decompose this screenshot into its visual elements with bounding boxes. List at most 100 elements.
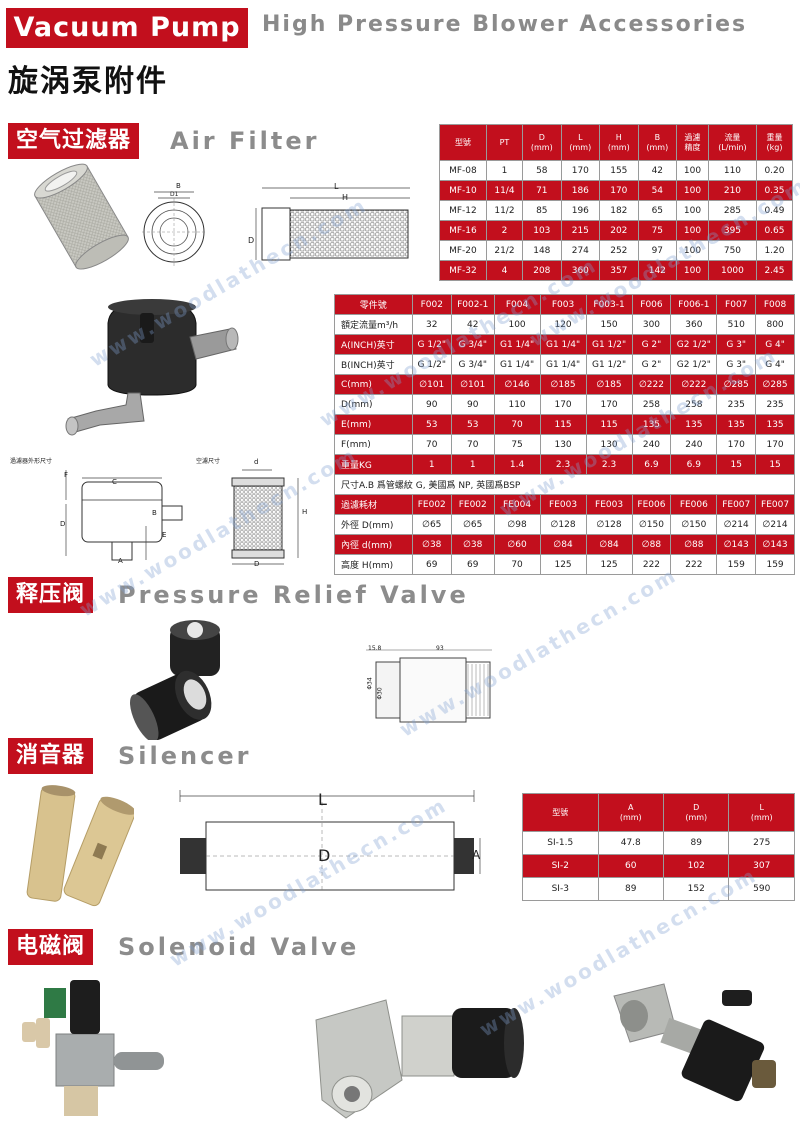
table-cell: 148	[522, 240, 562, 261]
table-cell: 170	[599, 180, 639, 201]
table-cell: G 3"	[716, 334, 757, 355]
outline-label-c: C	[112, 478, 117, 486]
table-cell: ∅222	[670, 374, 718, 395]
table-cell: 過濾耗材	[334, 494, 413, 515]
outline-label-b: B	[152, 509, 157, 517]
table-cell: 103	[522, 220, 562, 241]
table-row: 內徑 d(mm)∅38∅38∅60∅84∅84∅88∅88∅143∅143	[334, 534, 795, 555]
table-cell: 58	[522, 160, 562, 181]
dim-label-d1: D1	[170, 191, 179, 198]
table-cell: ∅185	[585, 374, 633, 395]
table-cell: 125	[585, 554, 633, 575]
table-cell: 75	[637, 220, 678, 241]
table-cell: 42	[450, 314, 495, 335]
table-cell: 65	[637, 200, 678, 221]
table-cell: ∅84	[585, 534, 633, 555]
table-cell: A(mm)	[597, 793, 665, 832]
table-cell: 510	[716, 314, 757, 335]
table-cell: 170	[716, 434, 757, 455]
table-row: 外徑 D(mm)∅65∅65∅98∅128∅128∅150∅150∅214∅21…	[334, 514, 795, 535]
table-cell: 135	[716, 414, 757, 435]
section-air-filter-cn: 空气过滤器	[8, 123, 140, 159]
filter-outline-drawing	[56, 466, 196, 570]
table-cell: L(mm)	[728, 793, 795, 832]
table-cell: 11/2	[485, 200, 524, 221]
table-cell: 69	[411, 554, 452, 575]
table-cell: ∅65	[411, 514, 452, 535]
table-cell: ∅101	[450, 374, 495, 395]
table-cell: G1 1/4"	[539, 354, 587, 375]
table-cell: 115	[585, 414, 633, 435]
air-filter-housing-image	[65, 299, 239, 436]
table-cell: 內徑 d(mm)	[334, 534, 413, 555]
table-cell: 90	[411, 394, 452, 415]
table-cell: 70	[493, 414, 541, 435]
table-cell: 100	[676, 260, 709, 281]
table-cell: ∅150	[631, 514, 672, 535]
table-cell: 170	[539, 394, 587, 415]
table-cell: 202	[599, 220, 639, 241]
table-cell: 135	[631, 414, 672, 435]
table-cell: ∅185	[539, 374, 587, 395]
table-cell: FE007	[755, 494, 795, 515]
table-cell: 360	[670, 314, 718, 335]
table-cell: 170	[560, 160, 601, 181]
table-cell: 85	[522, 200, 562, 221]
table-cell: 2.45	[755, 260, 794, 281]
section-solenoid-cn: 电磁阀	[8, 929, 94, 965]
table-cell: L(mm)	[560, 124, 601, 161]
element-label-small-d: d	[254, 458, 259, 466]
table-cell: SI-1.5	[522, 831, 599, 855]
table-cell: ∅222	[631, 374, 672, 395]
table-cell: 100	[676, 160, 709, 181]
table-cell: ∅143	[755, 534, 795, 555]
table-cell: F002	[411, 294, 452, 315]
section-pressure-valve-en: Pressure Relief Valve	[118, 581, 469, 609]
table-cell: 395	[707, 220, 757, 241]
table-cell: 1	[485, 160, 524, 181]
table-cell: 182	[599, 200, 639, 221]
table-cell: ∅88	[631, 534, 672, 555]
solenoid-valve-image-2	[315, 999, 524, 1119]
table-cell: G1 1/4"	[493, 354, 541, 375]
table-cell: ∅146	[493, 374, 541, 395]
table-cell: 70	[493, 554, 541, 575]
table-cell: G 4"	[755, 334, 795, 355]
table-cell: G1 1/4"	[493, 334, 541, 355]
table-cell: FE003	[585, 494, 633, 515]
outline-caption: 過濾器外形尺寸	[10, 458, 53, 465]
table-cell: 170	[585, 394, 633, 415]
table-cell: ∅128	[539, 514, 587, 535]
element-label-d: D	[254, 560, 260, 568]
table-cell: 100	[676, 220, 709, 241]
table-cell: 47.8	[597, 831, 665, 855]
table-cell: G1 1/4"	[539, 334, 587, 355]
table-cell: 流量(L/min)	[707, 124, 757, 161]
outline-label-f: F	[64, 471, 69, 479]
table-cell: 69	[450, 554, 495, 575]
table-cell: 115	[539, 414, 587, 435]
table-cell: 15	[716, 454, 757, 475]
table-cell: 70	[450, 434, 495, 455]
table-cell: 285	[707, 200, 757, 221]
thread-note: 尺寸A.B 爲管螺紋 G, 美國爲 NP, 英國爲BSP	[334, 474, 795, 495]
table-cell: 186	[560, 180, 601, 201]
table-cell: F006-1	[670, 294, 718, 315]
table-cell: 0.49	[755, 200, 794, 221]
table-cell: 135	[755, 414, 795, 435]
table-cell: 110	[707, 160, 757, 181]
table-cell: ∅285	[716, 374, 757, 395]
table-cell: F008	[755, 294, 795, 315]
silencer-drawing	[170, 784, 494, 894]
table-cell: SI-2	[522, 854, 599, 878]
table-cell: ∅128	[585, 514, 633, 535]
table-cell: 196	[560, 200, 601, 221]
